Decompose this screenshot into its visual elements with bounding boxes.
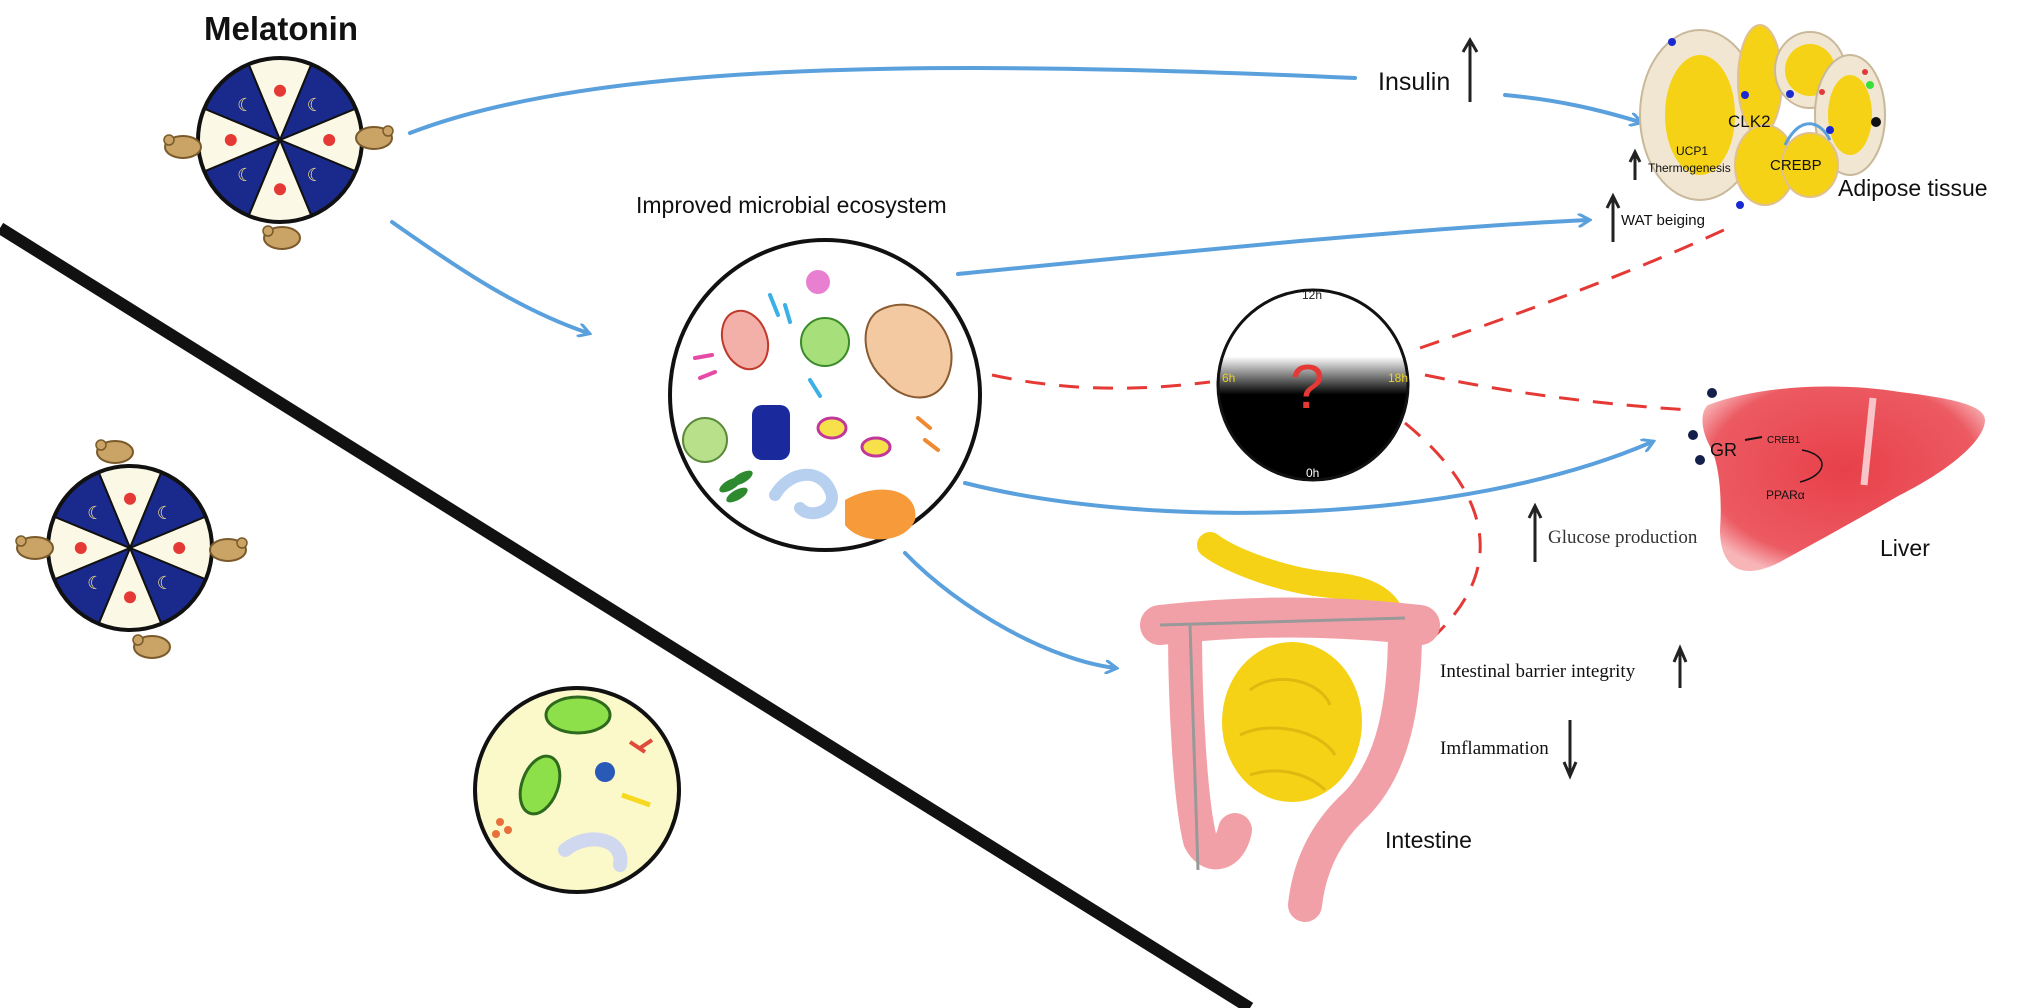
liver-label: Liver xyxy=(1880,535,1930,561)
dashed-clock-liver xyxy=(1424,373,1691,412)
day-night-clock-icon xyxy=(1216,288,1410,482)
microbe-yellow-rod xyxy=(621,792,651,808)
melatonin-wheel-bottom: ☾ ☾ ☾ ☾ xyxy=(46,464,214,632)
microbial-circle-bottom xyxy=(473,686,681,894)
inflammation-label: Imflammation xyxy=(1440,738,1549,759)
microbe-orange-rods xyxy=(916,416,940,452)
clk2-label: CLK2 xyxy=(1728,112,1771,131)
thermogenesis-label: Thermogenesis xyxy=(1648,161,1731,175)
glucose-production-label: Glucose production xyxy=(1548,527,1698,548)
microbe-yellow-pink-2 xyxy=(860,436,892,458)
microbe-pink-rods xyxy=(693,353,717,380)
microbe-green-cluster xyxy=(682,417,728,463)
clock-12h-label: 12h xyxy=(1302,288,1323,302)
improved-ecosystem-label: Improved microbial ecosystem xyxy=(636,192,947,218)
microbe-orange-cell xyxy=(845,489,916,540)
intestine-illustration xyxy=(1140,532,1440,922)
arrow-ecosystem-to-intestine xyxy=(903,551,1115,668)
adipose-tissue-illustration xyxy=(1639,24,1886,209)
insulin-label: Insulin xyxy=(1378,68,1451,96)
up-arrow-icon xyxy=(1527,502,1543,562)
adipose-tissue-label: Adipose tissue xyxy=(1838,175,1988,201)
up-arrow-icon xyxy=(1672,644,1688,688)
sun-dot-icon xyxy=(173,542,186,554)
sun-dot-icon xyxy=(274,84,286,97)
intestine-label: Intestine xyxy=(1385,827,1472,853)
microbe-pale-arc xyxy=(558,832,628,872)
moon-icon: ☾ xyxy=(87,503,103,524)
microbe-green-oval-2 xyxy=(518,754,562,816)
up-arrow-icon xyxy=(1461,37,1479,102)
gr-label: GR xyxy=(1710,440,1737,460)
up-arrow-icon xyxy=(1628,148,1642,180)
dashed-clock-adipose xyxy=(1419,226,1729,350)
red-dashed-links xyxy=(991,226,1729,642)
moon-icon: ☾ xyxy=(87,573,103,594)
arrow-ecosystem-to-liver xyxy=(963,442,1652,515)
microbial-ecosystem-circle xyxy=(668,238,982,552)
moon-icon: ☾ xyxy=(237,165,253,186)
liver-illustration xyxy=(1688,386,1985,571)
microbe-amoeba xyxy=(864,303,953,399)
arrow-ecosystem-to-wat xyxy=(956,220,1588,276)
diagram-title: Melatonin xyxy=(204,10,358,47)
moon-icon: ☾ xyxy=(307,165,323,186)
sun-dot-icon xyxy=(124,492,136,505)
microbe-orange-dots xyxy=(492,818,512,838)
microbe-blue-cluster xyxy=(752,405,790,460)
black-indicator-arrows xyxy=(1461,37,1688,780)
diagonal-divider xyxy=(0,222,1254,1008)
clock-0h-label: 0h xyxy=(1306,466,1320,480)
arrow-melatonin-to-insulin xyxy=(408,66,1357,135)
clock-6h-label: 6h xyxy=(1222,371,1236,385)
sun-dot-icon xyxy=(274,183,286,196)
descending-colon xyxy=(1288,613,1422,922)
up-arrow-icon xyxy=(1605,192,1621,242)
ucp1-label: UCP1 xyxy=(1676,144,1709,158)
microbe-yellow-pink xyxy=(816,416,848,440)
microbe-blue-rods xyxy=(768,293,822,398)
blue-arrows xyxy=(390,66,1652,668)
melatonin-wheel-top: ☾ ☾ ☾ ☾ xyxy=(196,56,364,224)
sun-dot-icon xyxy=(124,591,136,604)
microbe-protozoa xyxy=(720,309,770,371)
down-arrow-icon xyxy=(1562,720,1578,780)
microbe-pink-cluster xyxy=(806,270,830,294)
sun-dot-icon xyxy=(323,134,336,146)
microbe-blue-dot xyxy=(595,762,615,782)
microbe-green-oval xyxy=(544,695,612,735)
sun-dot-icon xyxy=(74,542,87,554)
crebp-label: CREBP xyxy=(1770,157,1822,174)
moon-icon: ☾ xyxy=(157,503,173,524)
rat-icon xyxy=(15,125,394,659)
microbe-pale-chain xyxy=(769,468,838,520)
microbe-green-rods xyxy=(719,470,753,503)
wat-beiging-label: WAT beiging xyxy=(1621,212,1705,229)
dashed-ecosystem-clock xyxy=(991,373,1211,390)
moon-icon: ☾ xyxy=(307,95,323,116)
clock-18h-label: 18h xyxy=(1388,371,1409,385)
arrow-insulin-to-adipose xyxy=(1503,93,1640,122)
ppara-label: PPARα xyxy=(1766,488,1805,502)
microbe-red-rods xyxy=(628,738,654,754)
sun-dot-icon xyxy=(224,134,237,146)
arrow-melatonin-to-ecosystem xyxy=(390,220,588,333)
moon-icon: ☾ xyxy=(237,95,253,116)
clock-question-mark: ? xyxy=(1290,353,1325,422)
creb1-label: CREB1 xyxy=(1767,435,1801,446)
transverse-colon xyxy=(1140,597,1440,645)
intestinal-barrier-label: Intestinal barrier integrity xyxy=(1440,661,1636,682)
moon-icon: ☾ xyxy=(157,573,173,594)
small-intestine xyxy=(1222,642,1362,802)
dashed-clock-intestine xyxy=(1404,421,1482,642)
microbe-green-cell xyxy=(800,317,850,367)
